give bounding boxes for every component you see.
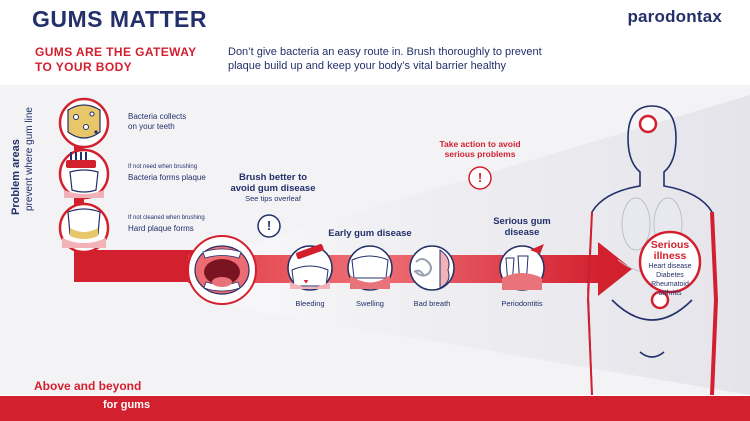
take-action-line1: Take action to avoid bbox=[439, 139, 521, 149]
swelling-icon bbox=[347, 245, 393, 291]
page-title: GUMS MATTER bbox=[32, 6, 208, 32]
step1-label-line1: Bacteria collects bbox=[128, 112, 187, 121]
subtitle-line-2: TO YOUR BODY bbox=[35, 60, 133, 74]
serious-illness-content: Serious illness Heart disease Diabetes R… bbox=[640, 240, 700, 298]
problem-areas-label: Problem areas prevent where gum line bbox=[10, 107, 36, 215]
brush-better-line1: Brush better to bbox=[238, 172, 308, 183]
step2-note: If not need when brushing bbox=[128, 164, 198, 170]
step3-label: Hard plaque forms bbox=[128, 224, 194, 233]
bad-breath-icon bbox=[409, 245, 455, 291]
serious-illness-badge bbox=[638, 230, 702, 294]
body-red-vessels bbox=[586, 211, 719, 396]
open-mouth-illustration bbox=[187, 235, 257, 305]
swelling-caption: Swelling bbox=[356, 299, 384, 308]
serious-gum-disease-heading: Serious gum disease bbox=[482, 216, 562, 238]
illness-item-heart: Heart disease bbox=[648, 263, 692, 270]
step2-plaque-icon bbox=[58, 148, 110, 200]
take-action-heading: Take action to avoid serious problems bbox=[420, 139, 540, 159]
intro-line-1: Don’t give bacteria an easy route in. Br… bbox=[228, 46, 542, 58]
step3-note: If not cleaned when brushing bbox=[128, 215, 205, 221]
subtitle-line-1: GUMS ARE THE GATEWAY bbox=[35, 45, 197, 59]
alert-marker-1 bbox=[257, 214, 281, 238]
alert-icon-2: ! bbox=[477, 170, 483, 185]
periodontitis-icon bbox=[499, 244, 545, 291]
bad-breath-caption: Bad breath bbox=[413, 299, 451, 308]
brand-logo: parodontax bbox=[627, 7, 722, 26]
footer-tagline-line2: for gums bbox=[103, 399, 151, 411]
illness-item-diabetes: Diabetes bbox=[656, 272, 684, 279]
intro-line-2: plaque build up and keep your body’s vit… bbox=[228, 60, 507, 72]
step3-hard-plaque-icon bbox=[58, 202, 110, 254]
take-action-line2: serious problems bbox=[444, 149, 516, 159]
serious-gum-line2: disease bbox=[504, 227, 540, 238]
problem-areas-subtitle: prevent where gum line bbox=[24, 107, 35, 211]
alert-marker-2 bbox=[468, 166, 492, 190]
serious-illness-line1: Serious bbox=[650, 239, 690, 251]
step1-label-line2: on your teeth bbox=[128, 122, 175, 131]
step2-label: Bacteria forms plaque bbox=[128, 173, 206, 182]
early-gum-disease-heading: Early gum disease bbox=[328, 228, 412, 239]
alert-icon-1: ! bbox=[266, 218, 272, 233]
footer-tagline-line1: Above and beyond bbox=[34, 379, 142, 393]
brush-better-tip: See tips overleaf bbox=[245, 194, 301, 203]
bleeding-icon bbox=[287, 244, 333, 291]
footer-band bbox=[0, 396, 750, 421]
problem-areas-title: Problem areas bbox=[10, 139, 22, 215]
bleeding-caption: Bleeding bbox=[295, 299, 325, 308]
periodontitis-caption: Periodontitis bbox=[501, 299, 543, 308]
step1-bacteria-icon bbox=[58, 97, 110, 149]
brush-better-heading: Brush better to avoid gum disease bbox=[228, 172, 318, 194]
brush-better-line2: avoid gum disease bbox=[230, 183, 316, 194]
serious-gum-line1: Serious gum bbox=[493, 216, 551, 227]
illness-item-arthritis: arthritis bbox=[658, 290, 682, 297]
body-markers bbox=[638, 114, 670, 310]
illness-item-rheumatoid: Rheumatoid bbox=[651, 281, 689, 288]
serious-illness-line2: illness bbox=[653, 250, 687, 262]
